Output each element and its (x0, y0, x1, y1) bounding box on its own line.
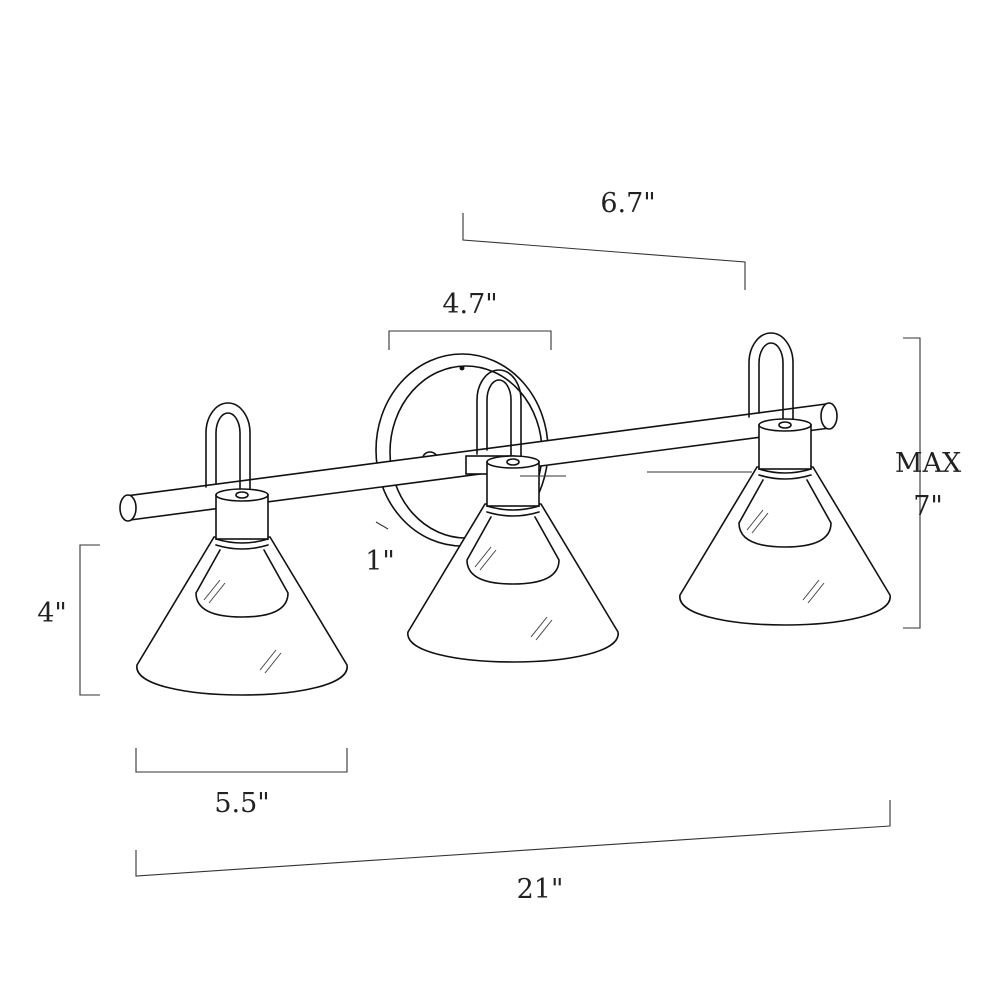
label-backplate-depth: 1" (365, 546, 395, 577)
rod-end-cap-left (119, 494, 137, 522)
label-overall-width: 21" (517, 874, 564, 905)
label-arm-spacing: 6.7" (600, 188, 655, 219)
lamp-center (407, 369, 619, 663)
dimension-backplate-depth: 1" (365, 521, 395, 577)
crossbar-rod (119, 402, 838, 522)
label-shade-width: 5.5" (214, 788, 269, 819)
lamp-right (679, 332, 891, 626)
dimension-max-height: MAX 7" (520, 337, 962, 629)
lamp-left (136, 402, 348, 696)
dimension-backplate-width: 4.7" (388, 289, 552, 350)
dimension-overall-width: 21" (135, 800, 891, 905)
label-max: MAX (895, 448, 962, 479)
label-shade-height: 4" (37, 598, 67, 629)
rod-end-cap-right (820, 402, 838, 430)
label-max-height: 7" (913, 491, 943, 522)
dimension-shade-width: 5.5" (135, 748, 348, 819)
dimension-arm-spacing: 6.7" (462, 188, 746, 290)
dimension-shade-height: 4" (37, 544, 100, 696)
label-backplate-width: 4.7" (442, 289, 497, 320)
